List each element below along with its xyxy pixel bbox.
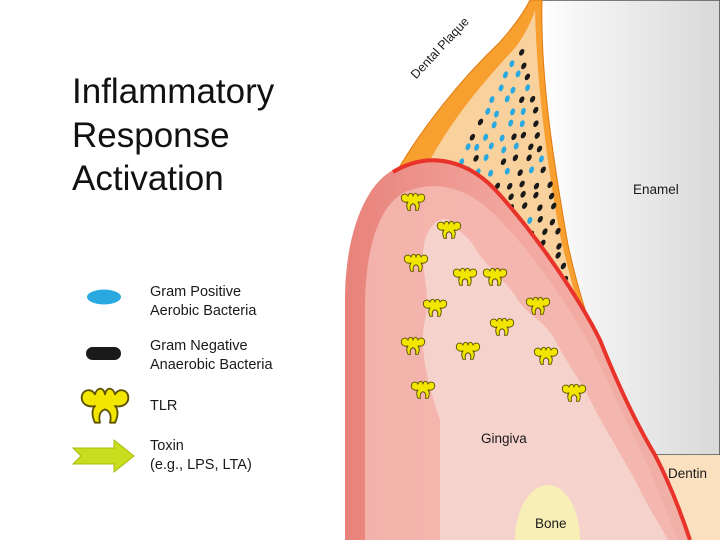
- gram-negative-bacterium: [507, 182, 513, 190]
- gram-negative-bacterium: [520, 131, 527, 139]
- gram-positive-bacterium: [510, 108, 516, 116]
- gram-positive-bacterium: [538, 155, 544, 163]
- legend-gram-negative: Gram Negative Anaerobic Bacteria: [150, 337, 273, 375]
- gram-positive-bacterium: [525, 84, 531, 92]
- gram-positive-bacterium: [489, 96, 495, 104]
- gram-positive-bacterium: [529, 166, 534, 174]
- gram-negative-bacterium: [473, 154, 479, 162]
- gram-negative-bacterium: [533, 106, 539, 114]
- tlr-receptor-icon: [80, 387, 130, 424]
- gram-negative-bacterium: [477, 118, 484, 126]
- gram-positive-bacterium: [519, 120, 525, 128]
- black-oval-icon: [86, 347, 121, 360]
- title-line-3: Activation: [72, 159, 224, 198]
- gram-negative-bacterium: [522, 202, 528, 209]
- dentin-label: Dentin: [668, 466, 708, 481]
- gram-negative-bacterium: [560, 262, 567, 270]
- gram-negative-bacterium: [508, 193, 514, 201]
- gram-positive-bacterium: [513, 142, 519, 150]
- gram-positive-bacterium: [509, 60, 515, 68]
- title-line-1: Inflammatory: [72, 72, 275, 111]
- gram-negative-bacterium: [500, 158, 507, 166]
- gram-negative-bacterium: [540, 166, 546, 174]
- gram-negative-bacterium: [534, 132, 540, 139]
- gram-positive-bacterium: [527, 216, 533, 224]
- bone-region: [515, 485, 580, 540]
- gram-positive-bacterium: [465, 143, 471, 151]
- gram-negative-bacterium: [517, 169, 523, 177]
- plaque-inner: [430, 10, 582, 315]
- gram-negative-bacterium: [511, 133, 517, 141]
- gram-negative-bacterium: [494, 182, 501, 190]
- blue-oval-icon: [87, 289, 121, 305]
- gram-positive-bacterium: [483, 154, 489, 162]
- gram-positive-bacterium: [510, 86, 516, 94]
- gram-positive-bacterium: [483, 133, 489, 141]
- gram-positive-bacterium: [508, 119, 514, 127]
- gram-negative-bacterium: [549, 218, 556, 226]
- gram-negative-bacterium: [555, 227, 561, 235]
- gram-positive-bacterium: [488, 142, 494, 150]
- gram-negative-bacterium: [533, 182, 540, 190]
- gum-line: [391, 158, 692, 541]
- gram-negative-bacterium: [556, 242, 562, 250]
- gram-negative-bacterium: [524, 73, 531, 81]
- legend-tlr: TLR: [150, 397, 177, 416]
- gram-positive-bacterium: [504, 167, 510, 175]
- legend-sublabel: (e.g., LPS, LTA): [150, 457, 252, 473]
- gram-negative-bacterium: [521, 62, 527, 70]
- gram-negative-bacterium: [555, 251, 561, 259]
- gram-negative-bacterium: [542, 228, 548, 236]
- gram-negative-bacterium: [519, 96, 525, 104]
- gram-positive-bacterium: [498, 84, 504, 92]
- gram-negative-bacterium: [529, 95, 536, 103]
- title-line-2: Response: [72, 116, 230, 155]
- gram-positive-bacterium: [504, 95, 510, 103]
- gram-negative-bacterium: [469, 133, 476, 141]
- gram-negative-bacterium: [533, 120, 539, 128]
- gram-negative-bacterium: [551, 202, 557, 210]
- gram-positive-bacterium: [503, 71, 508, 79]
- gram-negative-bacterium: [537, 215, 543, 223]
- gingiva-inner-region: [422, 219, 668, 540]
- dentin-region: [655, 455, 720, 540]
- gram-positive-bacterium: [488, 169, 494, 177]
- gram-negative-bacterium: [519, 48, 525, 56]
- legend-sublabel: Aerobic Bacteria: [150, 303, 257, 319]
- gram-negative-bacterium: [528, 143, 534, 151]
- gram-positive-bacterium: [494, 110, 499, 118]
- gram-positive-bacterium: [501, 146, 507, 154]
- bone-label: Bone: [535, 516, 567, 531]
- gram-negative-bacterium: [548, 192, 555, 200]
- gram-positive-bacterium: [515, 70, 521, 78]
- gram-positive-bacterium: [499, 134, 505, 142]
- enamel-label: Enamel: [633, 182, 679, 197]
- gram-negative-bacterium: [519, 180, 525, 188]
- legend-label: Toxin: [150, 438, 184, 454]
- gram-positive-bacterium: [491, 121, 497, 129]
- gram-positive-bacterium: [520, 108, 526, 115]
- legend-label: TLR: [150, 398, 178, 414]
- gram-negative-bacterium: [537, 204, 543, 212]
- gram-negative-bacterium: [533, 191, 539, 199]
- gram-negative-bacterium: [547, 181, 553, 189]
- gram-negative-bacterium: [536, 145, 543, 153]
- gram-positive-bacterium: [474, 143, 480, 151]
- legend-label: Gram Positive: [150, 284, 242, 300]
- legend-sublabel: Anaerobic Bacteria: [150, 357, 273, 373]
- legend-label: Gram Negative: [150, 338, 248, 354]
- gingiva-label: Gingiva: [481, 431, 527, 446]
- toxin-arrow-icon: [71, 438, 135, 474]
- gram-negative-bacterium: [526, 154, 532, 162]
- legend-toxin: Toxin (e.g., LPS, LTA): [150, 437, 252, 475]
- legend-gram-positive: Gram Positive Aerobic Bacteria: [150, 283, 256, 321]
- gram-negative-bacterium: [512, 154, 519, 162]
- gram-positive-bacterium: [485, 107, 491, 115]
- gram-negative-bacterium: [520, 190, 526, 198]
